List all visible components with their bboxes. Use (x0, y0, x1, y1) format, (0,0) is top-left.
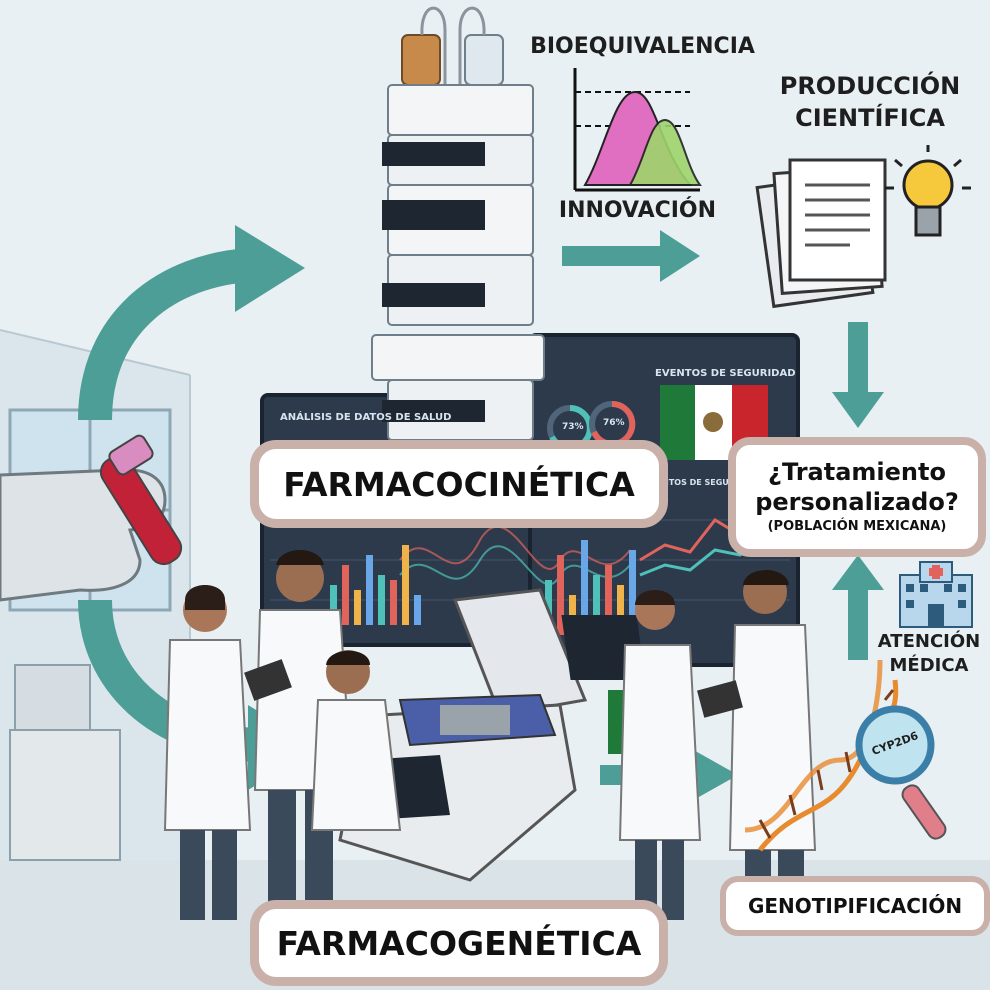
mexico-flag-screen (660, 385, 768, 460)
farmacogenetica-pill: FARMACOGENÉTICA (250, 900, 668, 986)
atencion-medica-label: ATENCIÓN MÉDICA (868, 630, 990, 678)
produccion-line2: CIENTÍFICA (795, 104, 945, 132)
gloved-hand-with-blood-tube (0, 434, 183, 602)
screen-bar (605, 565, 612, 635)
hplc-instrument (371, 6, 545, 441)
screen-bar (330, 585, 337, 625)
produccion-line1: PRODUCCIÓN (779, 72, 961, 100)
screen-bar (378, 575, 385, 625)
documents-icon (755, 158, 887, 309)
genotipificacion-pill: GENOTIPIFICACIÓN (720, 876, 990, 936)
gauge-left-value: 73% (562, 422, 584, 432)
screen-bar (342, 565, 349, 625)
hospital-icon (899, 561, 973, 628)
screen-bar (354, 590, 361, 625)
bioequivalencia-label: BIOEQUIVALENCIA (530, 34, 755, 59)
screen-bar (402, 545, 409, 625)
farmacocinetica-pill: FARMACOCINÉTICA (250, 440, 668, 528)
screen-title-left: ANÁLISIS DE DATOS DE SALUD (280, 412, 452, 423)
magnifier-icon (855, 705, 947, 840)
tratamiento-line2: personalizado? (755, 488, 959, 516)
tratamiento-pill: ¿Tratamiento personalizado? (POBLACIÓN M… (728, 437, 986, 557)
screen-bar (414, 595, 421, 625)
farmacogenetica-label: FARMACOGENÉTICA (276, 923, 642, 963)
screen-title-right: EVENTOS DE SEGURIDAD (655, 368, 796, 379)
screen-bar (617, 585, 624, 635)
screen-bar (581, 540, 588, 635)
screen-bar (629, 550, 636, 635)
produccion-cientifica-label: PRODUCCIÓN CIENTÍFICA (765, 70, 975, 134)
tratamiento-line3: (POBLACIÓN MEXICANA) (767, 519, 947, 534)
farmacocinetica-label: FARMACOCINÉTICA (283, 464, 635, 504)
atencion-line1: ATENCIÓN (877, 631, 981, 652)
genotipificacion-label: GENOTIPIFICACIÓN (747, 894, 963, 918)
screen-bar (366, 555, 373, 625)
bioequivalence-chart-icon (573, 68, 702, 192)
scientists (163, 550, 817, 935)
atencion-line2: MÉDICA (889, 655, 969, 676)
tratamiento-line1: ¿Tratamiento (768, 458, 946, 486)
screen-bar (593, 575, 600, 635)
gauge-right-value: 76% (603, 418, 625, 428)
screen-bar (390, 580, 397, 625)
screen-subtitle-right: EVENTOS DE SEGURIDAD (645, 478, 758, 487)
lightbulb-icon (885, 145, 971, 237)
screen-bars-left (330, 545, 421, 625)
innovacion-label: INNOVACIÓN (558, 198, 717, 223)
screen-bar (557, 555, 564, 635)
